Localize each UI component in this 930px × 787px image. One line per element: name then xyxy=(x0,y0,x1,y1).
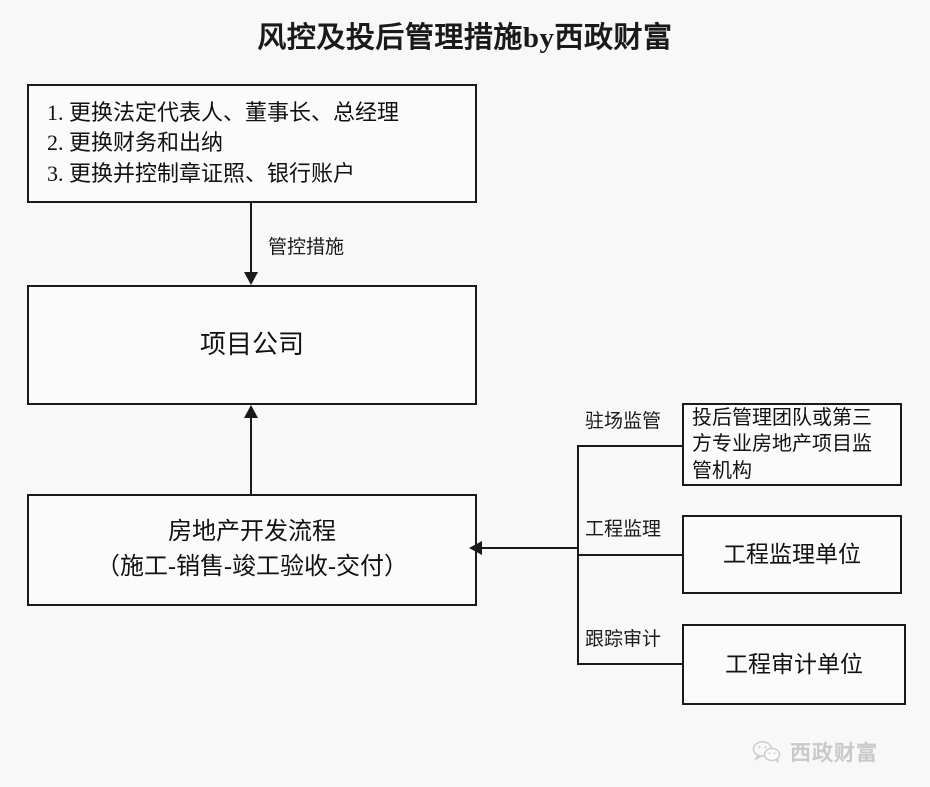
connector-trunk-to-development-process xyxy=(481,547,578,549)
development-process-box: 房地产开发流程 （施工-销售-竣工验收-交付） xyxy=(27,494,477,606)
edge-label-onsite-supervision: 驻场监管 xyxy=(585,411,662,432)
edge-label-control-measures: 管控措施 xyxy=(268,237,345,258)
post-investment-line-1: 投后管理团队或第三 xyxy=(692,406,872,429)
watermark-text: 西政财富 xyxy=(790,741,878,765)
arrowhead-up-to-project-company xyxy=(244,405,258,418)
measures-line-1: 1. 更换法定代表人、董事长、总经理 xyxy=(47,99,400,125)
wechat-icon xyxy=(752,740,782,764)
connector-branch-tracking-audit xyxy=(577,663,684,665)
page-title: 风控及投后管理措施by西政财富 xyxy=(257,22,673,54)
measures-box: 1. 更换法定代表人、董事长、总经理 2. 更换财务和出纳 3. 更换并控制章证… xyxy=(27,84,477,203)
connector-measures-to-project-company xyxy=(250,203,252,273)
audit-unit-box: 工程审计单位 xyxy=(682,624,906,705)
watermark: 西政财富 xyxy=(752,737,878,767)
audit-unit-label: 工程审计单位 xyxy=(725,651,863,677)
connector-dev-process-to-project-company xyxy=(250,418,252,494)
post-investment-line-2: 方专业房地产项目监 xyxy=(692,433,872,456)
arrowhead-down-to-project-company xyxy=(244,272,258,285)
arrowhead-left-to-development-process xyxy=(469,541,482,555)
development-process-line-1: 房地产开发流程 xyxy=(168,519,336,546)
project-company-box: 项目公司 xyxy=(27,285,477,405)
supervision-unit-box: 工程监理单位 xyxy=(682,515,902,594)
development-process-line-2: （施工-销售-竣工验收-交付） xyxy=(96,554,408,580)
post-investment-team-box: 投后管理团队或第三 方专业房地产项目监 管机构 xyxy=(682,403,902,486)
post-investment-line-3: 管机构 xyxy=(692,459,752,482)
edge-label-engineering-supervision: 工程监理 xyxy=(585,519,662,540)
project-company-label: 项目公司 xyxy=(199,330,304,360)
supervision-unit-label: 工程监理单位 xyxy=(723,541,861,567)
connector-branch-onsite-supervision xyxy=(577,445,684,447)
measures-line-3: 3. 更换并控制章证照、银行账户 xyxy=(47,160,356,186)
connector-branch-engineering-supervision xyxy=(577,554,684,556)
edge-label-tracking-audit: 跟踪审计 xyxy=(585,629,662,650)
measures-line-2: 2. 更换财务和出纳 xyxy=(47,130,224,156)
